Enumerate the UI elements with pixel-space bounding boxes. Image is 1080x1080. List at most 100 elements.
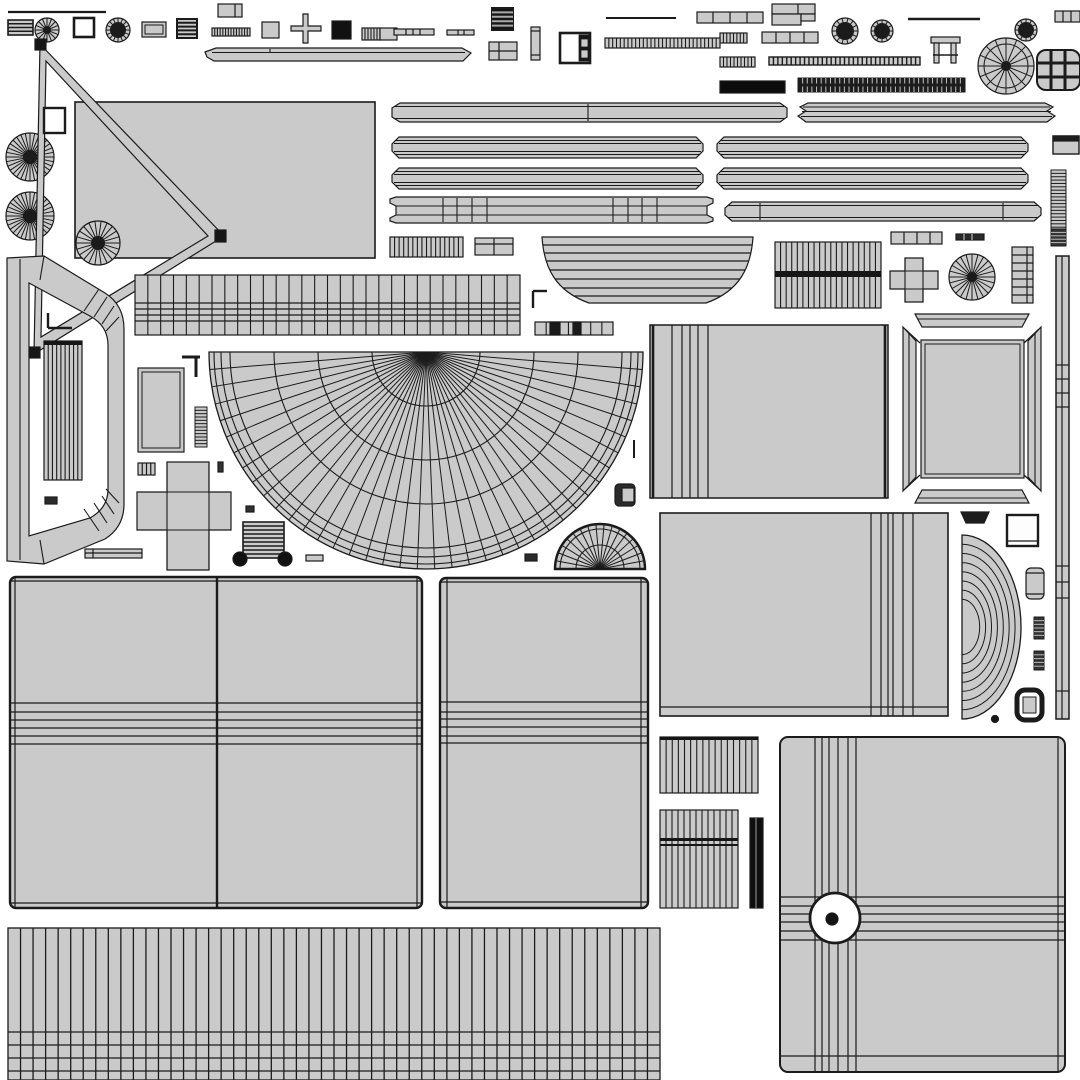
stool-leg	[950, 42, 957, 64]
pedestal-panel	[779, 736, 1066, 1073]
square-frame-chip	[42, 106, 67, 135]
corner-mark	[531, 289, 547, 308]
spoked-disc	[75, 220, 121, 266]
frame-left-rail	[902, 325, 917, 493]
tab-chip	[217, 3, 243, 18]
window-chip	[488, 41, 518, 61]
capped-rod	[84, 548, 143, 559]
side-rail	[1055, 255, 1070, 720]
frame-miter	[904, 328, 1040, 490]
wide-panel	[649, 324, 889, 499]
notched-chip	[474, 237, 514, 256]
double-border-chip	[141, 21, 167, 38]
black-bar	[719, 80, 786, 94]
mini-comb	[137, 462, 156, 476]
coil-stack	[242, 521, 285, 559]
frame-top-rail	[913, 313, 1031, 328]
corner-mark	[182, 355, 200, 377]
small-mark	[217, 461, 224, 473]
spoked-disc-large	[5, 132, 55, 182]
segmented-chip-dark-cell	[572, 321, 582, 336]
ribbed-panel	[43, 340, 83, 481]
fan-large	[208, 351, 644, 570]
barrel-chip	[1025, 567, 1045, 600]
half-round-leaf	[961, 534, 1022, 720]
striped-chip-dark	[1050, 228, 1067, 247]
spoked-disc-dark	[831, 17, 859, 45]
plank-row	[134, 274, 521, 336]
comb-strip	[604, 37, 721, 49]
comb-strip	[211, 27, 251, 37]
frame-right-rail	[1027, 325, 1042, 493]
comb-block	[389, 236, 464, 258]
triangle-corner-cap	[34, 38, 47, 51]
striped-chip	[7, 19, 34, 36]
coil-end	[277, 551, 293, 567]
dash-strip	[768, 56, 921, 66]
corner-mark	[46, 313, 72, 330]
slatted-block	[659, 809, 739, 909]
bordered-panel	[137, 367, 185, 453]
spoked-disc	[948, 253, 996, 301]
small-mark	[245, 505, 255, 513]
capsule-bar	[724, 201, 1042, 222]
triangle-band	[33, 42, 225, 356]
grommet-core	[1022, 696, 1037, 714]
capsule-bar	[716, 136, 1029, 159]
hollow-frame-cell	[580, 38, 589, 48]
spoked-disc-dark	[105, 17, 131, 43]
small-mark	[44, 496, 58, 505]
hollow-frame-fill	[578, 34, 590, 62]
spoked-disc-dark	[1014, 18, 1038, 42]
grommet-ring	[1014, 687, 1045, 723]
unfolded-box-large	[136, 461, 232, 571]
step-piece-nub	[800, 13, 816, 22]
thin-bar-chip	[393, 28, 435, 36]
spoked-disc-large	[5, 191, 55, 241]
ribbed-pill-dark	[1033, 616, 1045, 640]
hollow-frame-cell	[580, 49, 589, 59]
table-top-panel	[659, 512, 949, 717]
cap-wedge	[960, 511, 990, 524]
ribbed-pill-dark	[1033, 650, 1045, 671]
coil-end	[232, 551, 248, 567]
triangle-corner-cap	[214, 229, 227, 243]
cap-chip-band	[1052, 135, 1080, 142]
comb-strip	[719, 32, 748, 44]
dark-strip	[955, 233, 985, 241]
small-mark	[524, 553, 538, 562]
capsule-bar	[716, 167, 1029, 190]
unfolded-box	[889, 257, 939, 303]
ibeam-bar	[389, 196, 714, 224]
small-bar	[305, 554, 324, 562]
stool-top	[930, 36, 961, 44]
triangle-corner-cap	[28, 346, 41, 359]
slatted-block	[659, 736, 759, 794]
capsule-bar	[391, 167, 704, 190]
slat-apron	[7, 927, 661, 1080]
frame-bottom-rail	[913, 489, 1031, 504]
segmented-strip	[1054, 10, 1080, 23]
cross-chip	[290, 13, 322, 44]
capsule-bar	[391, 136, 704, 159]
clip-bracket-inner	[621, 487, 635, 503]
wide-panel-edge	[651, 325, 887, 498]
ribbed-column	[1050, 169, 1067, 245]
frame-center-panel	[920, 339, 1025, 479]
segmented-chip-dark-cell	[549, 321, 561, 336]
curved-apron	[541, 236, 754, 304]
door-band	[6, 255, 125, 565]
segmented-strip	[890, 231, 943, 245]
spoked-disc	[34, 17, 60, 43]
pivot-pin	[825, 912, 839, 926]
thin-bar-chip	[446, 29, 475, 36]
ribbed-pill	[194, 406, 208, 448]
table-leaf-panel	[438, 576, 650, 910]
fan-small	[553, 522, 647, 571]
plain-chip	[261, 21, 280, 39]
ladder-strip	[1011, 246, 1034, 304]
spoked-disc-dark	[870, 19, 894, 43]
stool-leg	[933, 42, 940, 64]
